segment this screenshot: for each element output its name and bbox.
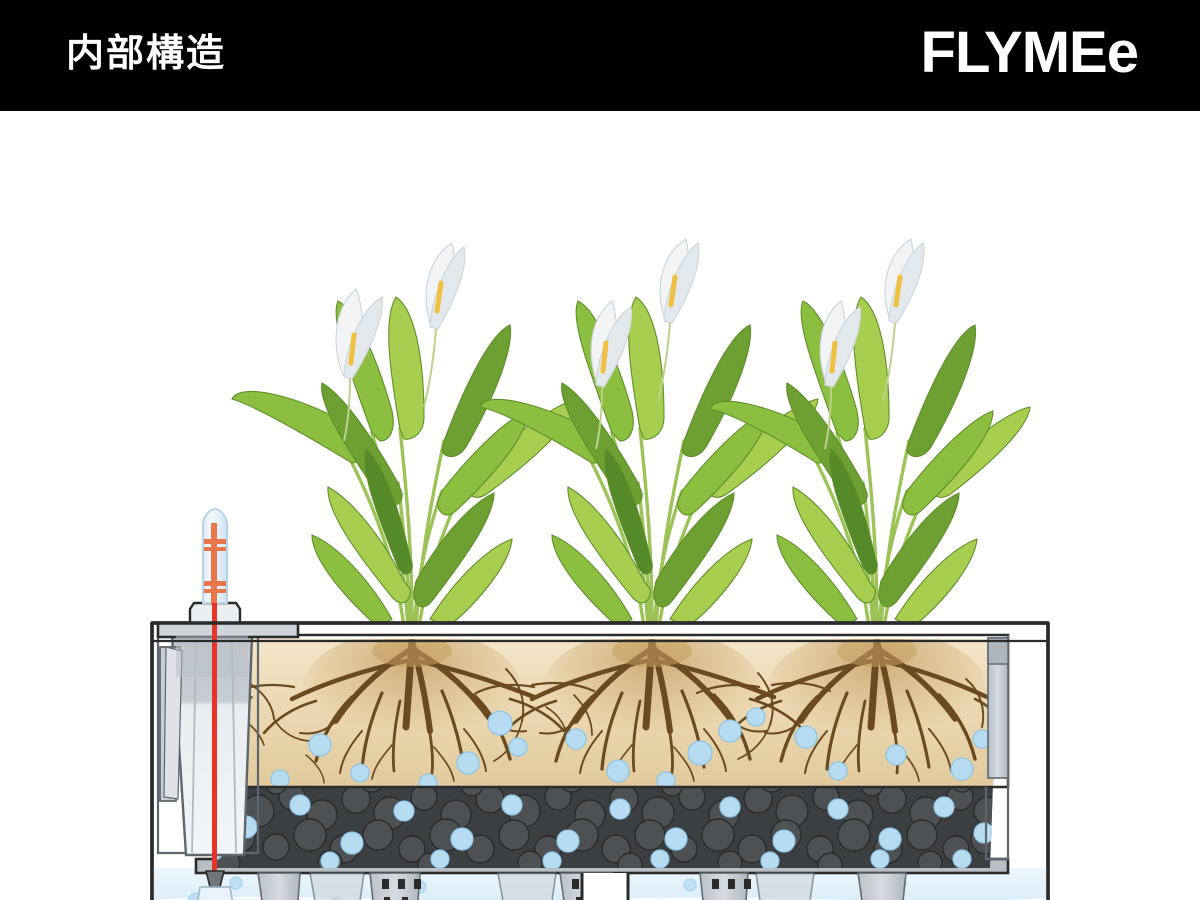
plant-leaves-right [709,296,1031,628]
soil-layer [196,639,1008,787]
illustration-stage [0,111,1200,900]
plant-group [231,238,1031,629]
page-title: 内部構造 [66,33,227,75]
spathe-flower [423,242,466,408]
drain-plug [580,873,630,900]
water-level-gauge [196,507,234,900]
spathe-flower [335,287,383,442]
brand-logo: FLYMEe [920,20,1139,85]
spathe-flower [657,238,700,402]
plant-flowers [335,238,925,450]
spathe-flower [590,299,633,450]
planter-cutaway-illustration [0,111,1200,900]
header-bar: 内部構造 FLYMEe [0,0,1200,111]
soil-droplets [270,707,992,787]
spathe-flower [882,238,925,402]
spathe-flower [819,299,862,450]
planter-outline [150,621,1050,900]
